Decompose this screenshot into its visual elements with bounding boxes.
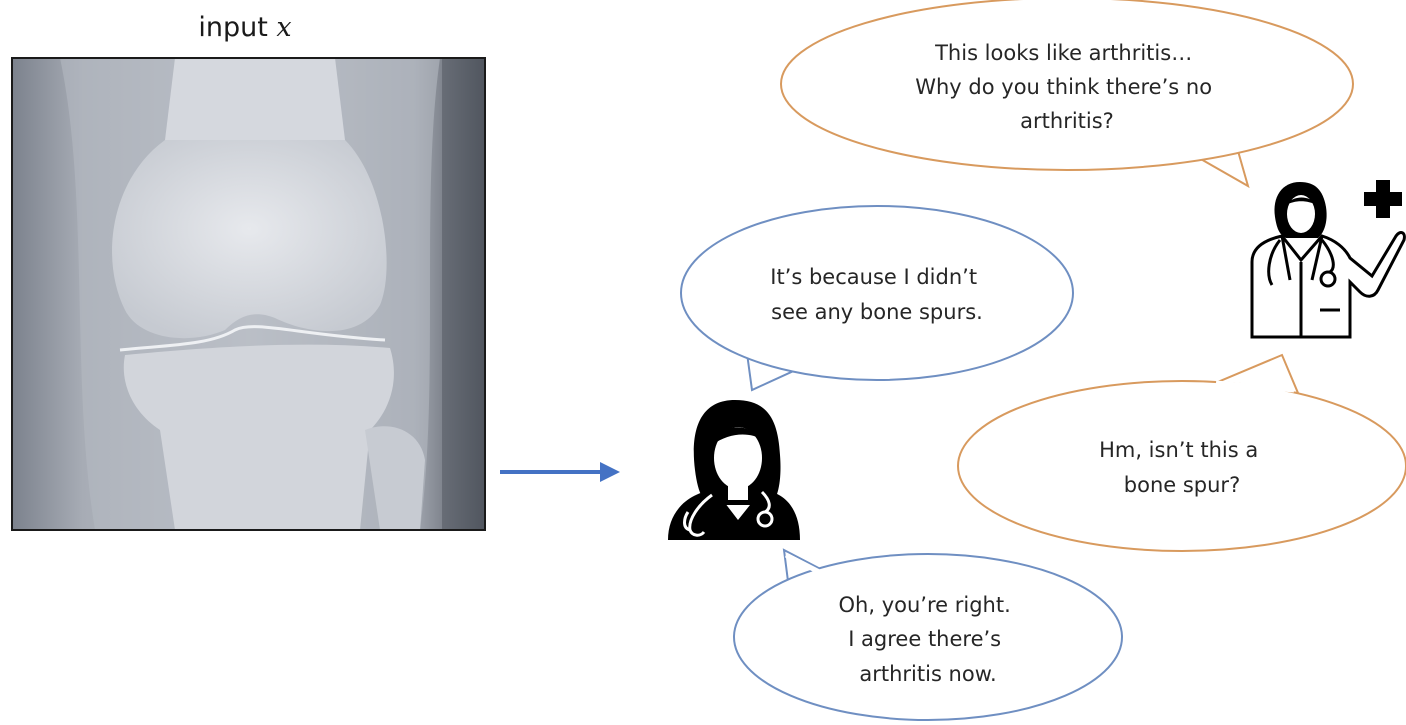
svg-text:Oh, you’re right. I agre: Oh, you’re right. I agree there’s arthri… xyxy=(839,593,1018,686)
input-label-prefix: input xyxy=(198,12,267,43)
model-speech-bubble-2: Oh, you’re right. I agree there’s arthri… xyxy=(734,550,1122,720)
flow-arrow xyxy=(500,462,620,482)
expert-speech-bubble-1: This looks like arthritis… Why do you th… xyxy=(781,0,1353,186)
expert-bubble-1-line-2: Why do you think there’s no xyxy=(915,75,1212,99)
input-label-variable: x xyxy=(276,12,291,43)
knee-xray-image xyxy=(12,58,485,530)
expert-bubble-1-line-1: This looks like arthritis… xyxy=(934,41,1192,65)
doctor-with-stethoscope-icon xyxy=(668,400,800,540)
model-bubble-2-line-1: Oh, you’re right. xyxy=(839,593,1011,617)
model-bubble-2-line-3: arthritis now. xyxy=(859,662,996,686)
model-speech-bubble-1: It’s because I didn’t see any bone spurs… xyxy=(681,206,1073,390)
expert-bubble-1-line-3: arthritis? xyxy=(1020,109,1114,133)
expert-bubble-2-line-1: Hm, isn’t this a xyxy=(1099,438,1258,462)
input-label: input x xyxy=(198,12,291,43)
expert-speech-bubble-2: Hm, isn’t this a bone spur? xyxy=(958,355,1406,551)
model-bubble-1-line-1: It’s because I didn’t xyxy=(770,265,977,289)
model-bubble-2-line-2: I agree there’s xyxy=(848,627,1001,651)
doctor-with-medical-cross-icon xyxy=(1252,180,1404,337)
model-bubble-1-line-2: see any bone spurs. xyxy=(771,300,983,324)
expert-bubble-2-line-2: bone spur? xyxy=(1124,473,1240,497)
